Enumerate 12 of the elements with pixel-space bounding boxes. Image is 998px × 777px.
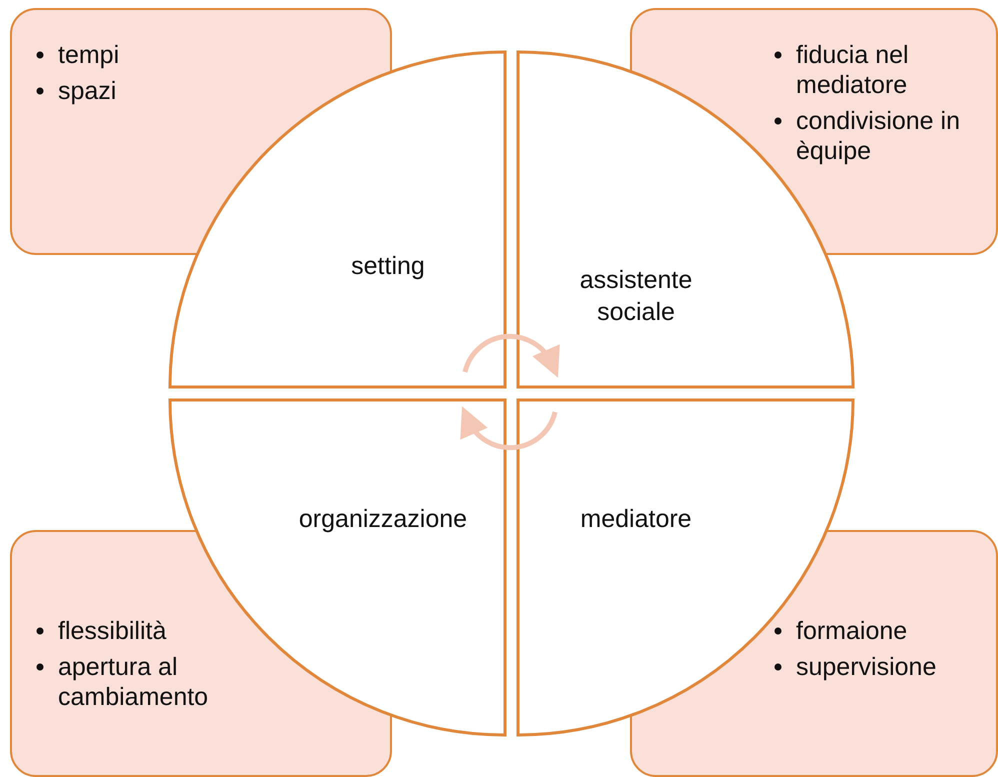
bullet-item: formaione	[796, 617, 908, 645]
bullet-item: spazi	[58, 77, 116, 105]
quadrant-label: setting	[350, 251, 426, 282]
quadrant-label: mediatore	[579, 504, 693, 535]
bullet-item: flessibilità	[58, 617, 166, 645]
quadrant-label: assistente sociale	[578, 265, 694, 328]
bullet-item: supervisione	[796, 653, 936, 681]
bullet-item: condivisione in èquipe	[796, 107, 960, 165]
bullet-item: tempi	[58, 41, 120, 69]
curved-arrow	[462, 334, 559, 378]
bullet-item: apertura al cambiamento	[58, 653, 208, 711]
quadrant-label: organizzazione	[298, 504, 468, 535]
